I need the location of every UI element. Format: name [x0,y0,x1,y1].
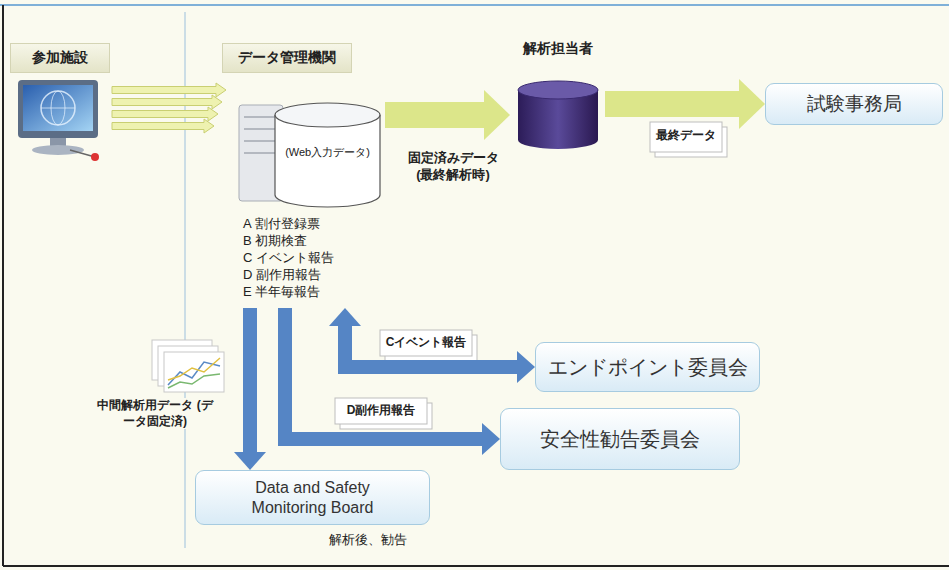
upload-arrows [112,95,222,109]
edge-label: D副作用報告 [335,403,427,419]
edge-label: 固定済みデータ (最終解析時) [398,150,508,184]
flow-arrow [385,102,484,128]
edge-label: 最終データ [650,128,722,144]
chart-icon [168,374,220,388]
node-label: エンドポイント委員会 [548,354,748,381]
node-label: 試験事務局 [807,91,902,117]
database-shape [244,128,275,130]
office-box: 試験事務局 [765,83,943,125]
node-label: (Web入力データ) [275,145,380,160]
flow-arrow [605,91,739,117]
header-box: 参加施設 [10,43,110,73]
node-label: データ管理機関 [238,49,336,67]
computer-icon [91,153,99,161]
header-box: データ管理機関 [222,43,352,73]
document-icon [380,330,472,356]
upload-arrows [112,83,226,133]
page-frame [0,4,949,6]
page-frame [3,565,949,567]
edge-label: Cイベント報告 [380,335,472,351]
analyst-database: 解析担当者 [510,40,605,155]
document-icon [650,122,722,152]
node-label: 安全性勧告委員会 [540,426,700,453]
upload-arrows [112,107,218,121]
flow-arrow [285,308,482,439]
committee-box: 安全性勧告委員会 [500,408,740,470]
upload-arrows [112,119,214,133]
node-label: 解析担当者 [510,40,605,58]
database-shape [275,103,380,127]
chart-icon [164,352,224,392]
chart-icon [152,340,224,392]
node-label: 参加施設 [32,49,88,67]
computer-icon [18,80,98,138]
list-item: B 初期検査 [243,232,385,249]
note-label: 解析後、勧告 [318,531,418,549]
database-shape [275,115,380,207]
database-shape [244,152,275,154]
database-shape [244,140,275,142]
list-item: C イベント報告 [243,249,385,266]
computer-icon [41,91,75,125]
computer-icon [32,145,84,155]
list-item: E 半年毎報告 [243,283,385,300]
document-icon [335,398,427,424]
chart-icon [168,358,220,380]
flow-arrow [243,308,257,452]
committee-box: エンドポイント委員会 [535,342,760,392]
computer-icon [23,85,93,131]
edge-label: 中間解析用データ (データ固定済) [95,398,215,429]
computer-icon [50,138,66,146]
node-label: Data and Safety Monitoring Board [228,478,398,516]
page-frame [0,5,949,566]
database-shape [244,116,275,118]
board-box: Data and Safety Monitoring Board [195,470,430,525]
computer-icon [18,80,99,161]
data-store-group: (Web入力データ) A 割付登録票B 初期検査C イベント報告D 副作用報告E … [235,95,385,308]
list-item: A 割付登録票 [243,215,385,232]
computer-icon [41,108,75,109]
database-icon [510,80,605,152]
flow-arrow [345,326,517,367]
upload-arrows [112,83,226,97]
page-frame [2,5,4,566]
list-item: D 副作用報告 [243,266,385,283]
database-shape [518,81,598,99]
